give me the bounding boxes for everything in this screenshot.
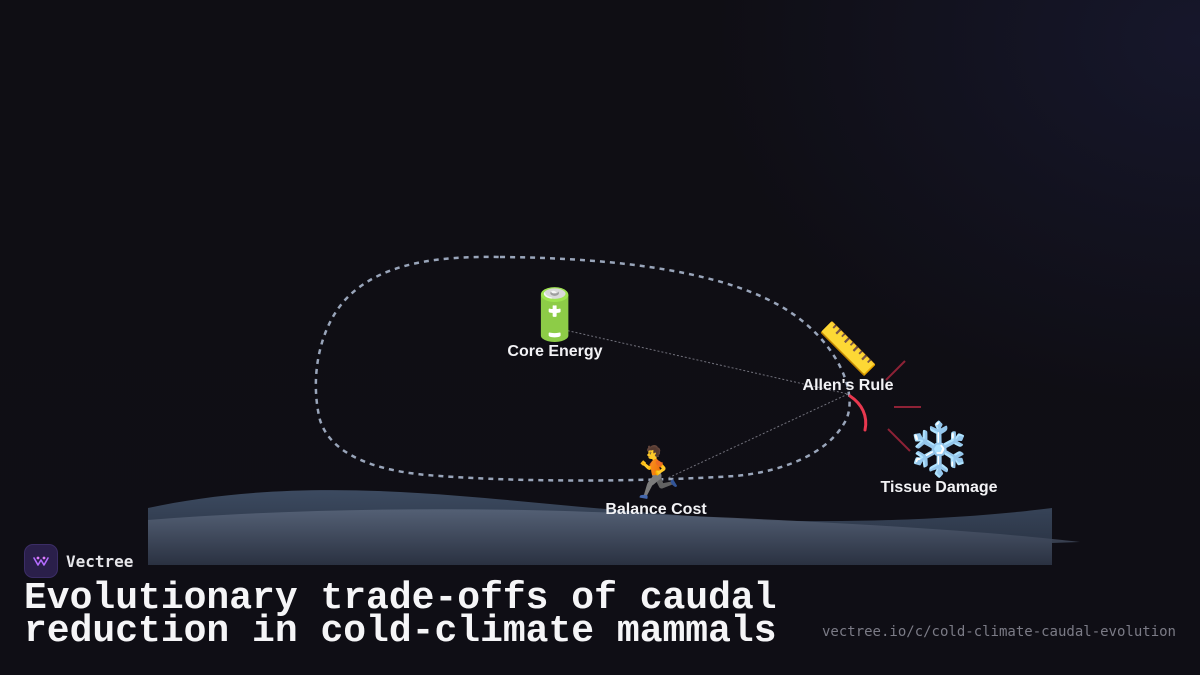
battery-icon: 🔋 xyxy=(524,286,586,344)
emphasis-marks xyxy=(848,360,921,452)
brand-name: Vectree xyxy=(66,551,134,571)
node-label-tissue-damage: Tissue Damage xyxy=(880,479,997,496)
node-label-allens-rule: Allen's Rule xyxy=(803,377,894,394)
brand[interactable]: Vectree xyxy=(24,544,133,578)
node-tissue-damage[interactable]: ❄️ Tissue Damage xyxy=(880,419,997,496)
vectree-logo-icon xyxy=(24,544,58,578)
links xyxy=(555,327,849,479)
accent-ray-1 xyxy=(885,360,906,381)
page-title: Evolutionary trade-offs of caudal reduct… xyxy=(24,577,777,653)
link-allen-to-balance xyxy=(667,393,849,479)
runner-icon: 🏃 xyxy=(625,444,687,502)
node-label-balance-cost: Balance Cost xyxy=(605,501,707,518)
node-balance-cost[interactable]: 🏃 Balance Cost xyxy=(605,444,707,518)
node-label-core-energy: Core Energy xyxy=(507,343,602,360)
terrain-front xyxy=(148,509,1080,565)
link-core-to-allen xyxy=(555,327,849,395)
snowflake-icon: ❄️ xyxy=(907,419,972,480)
accent-ray-3 xyxy=(887,428,911,452)
node-allens-rule[interactable]: 📏 Allen's Rule xyxy=(803,320,894,394)
source-url[interactable]: vectree.io/c/cold-climate-caudal-evoluti… xyxy=(821,624,1176,640)
terrain xyxy=(148,490,1080,565)
ruler-icon: 📏 xyxy=(817,320,879,378)
node-core-energy[interactable]: 🔋 Core Energy xyxy=(507,286,602,360)
feedback-loop xyxy=(314,255,851,482)
accent-arc xyxy=(848,394,868,432)
